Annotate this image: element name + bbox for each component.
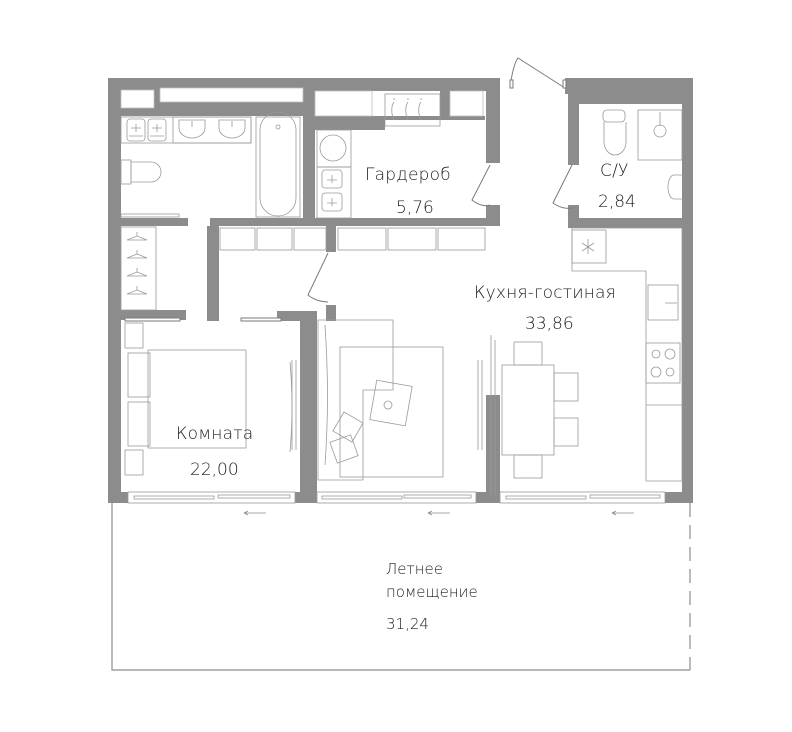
sink-icon bbox=[667, 174, 682, 200]
arrow-left-icon bbox=[611, 510, 634, 516]
wc-fixtures bbox=[602, 109, 683, 200]
hanger-icon bbox=[391, 101, 422, 121]
sofa bbox=[317, 319, 394, 481]
toilet-icon bbox=[120, 159, 132, 185]
bathtub-icon bbox=[255, 116, 301, 218]
arrow-left-icon bbox=[243, 510, 266, 516]
arrow-left-icon bbox=[427, 510, 450, 516]
sink-icon bbox=[218, 119, 246, 139]
living-furniture bbox=[317, 319, 496, 495]
kitchen-living-name: Кухня-гостиная bbox=[474, 283, 616, 303]
bedroom-area: 22,00 bbox=[190, 460, 239, 480]
rug bbox=[339, 346, 444, 478]
summer-room-name-line2: помещение bbox=[386, 583, 478, 601]
wardrobe-name: Гардероб bbox=[365, 165, 451, 185]
coffee-table bbox=[369, 379, 413, 427]
living-door bbox=[307, 252, 329, 303]
dining-table bbox=[501, 364, 555, 456]
sink-icon bbox=[178, 119, 206, 139]
sliding-arrows bbox=[243, 510, 634, 516]
kitchen-furniture bbox=[501, 227, 683, 482]
bed bbox=[147, 349, 247, 449]
summer-room-name-line1: Летнее bbox=[386, 560, 444, 578]
top-windows bbox=[120, 87, 484, 117]
walls bbox=[108, 78, 693, 503]
wardrobe-fixtures bbox=[316, 93, 441, 219]
kitchen-living-area: 33,86 bbox=[525, 314, 574, 334]
wc-door bbox=[552, 164, 573, 209]
summer-room-outline bbox=[111, 503, 691, 671]
closet-fixtures bbox=[120, 226, 486, 311]
wardrobe-door bbox=[471, 164, 491, 207]
exhaust-icon bbox=[571, 229, 607, 264]
entrance-door bbox=[509, 57, 566, 89]
sink-icon bbox=[647, 284, 679, 321]
wardrobe-area: 5,76 bbox=[396, 198, 434, 218]
hanger-icon bbox=[126, 235, 148, 295]
stove-icon bbox=[645, 342, 681, 384]
toilet-icon bbox=[602, 109, 626, 123]
bathroom-fixtures bbox=[120, 111, 301, 218]
bottom-windows bbox=[127, 491, 666, 504]
washing-machine-icon bbox=[126, 118, 146, 142]
summer-room-area: 31,24 bbox=[386, 615, 429, 633]
bedroom-name: Комната bbox=[176, 424, 254, 444]
doors bbox=[124, 57, 573, 322]
wc-name: С/У bbox=[600, 161, 629, 181]
bedroom-furniture bbox=[124, 322, 297, 476]
shower-icon bbox=[637, 109, 683, 161]
wc-area: 2,84 bbox=[598, 192, 636, 212]
